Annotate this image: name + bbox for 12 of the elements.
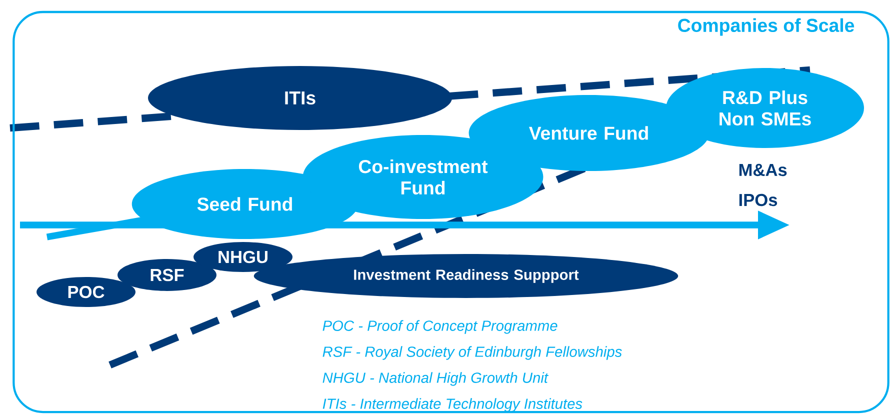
ellipse-label: ITIs	[148, 66, 452, 130]
abbreviation-note: RSF - Royal Society of Edinburgh Fellowships	[322, 346, 622, 360]
ellipse-label: POC	[36, 277, 136, 307]
ellipse-label: RSF	[118, 259, 216, 291]
outcome-label: M&As	[739, 164, 787, 176]
abbreviation-note: POC - Proof of Concept Programme	[322, 320, 558, 334]
ellipse-label: R&D Plus Non SMEs	[666, 68, 864, 148]
ellipse-label: NHGU	[194, 242, 292, 272]
abbreviation-note: NHGU - National High Growth Unit	[322, 372, 548, 386]
abbreviation-note: ITIs - Intermediate Technology Institutes	[322, 398, 582, 412]
outcome-label: IPOs	[739, 194, 778, 206]
panel-heading: Companies of Scale	[678, 18, 854, 36]
